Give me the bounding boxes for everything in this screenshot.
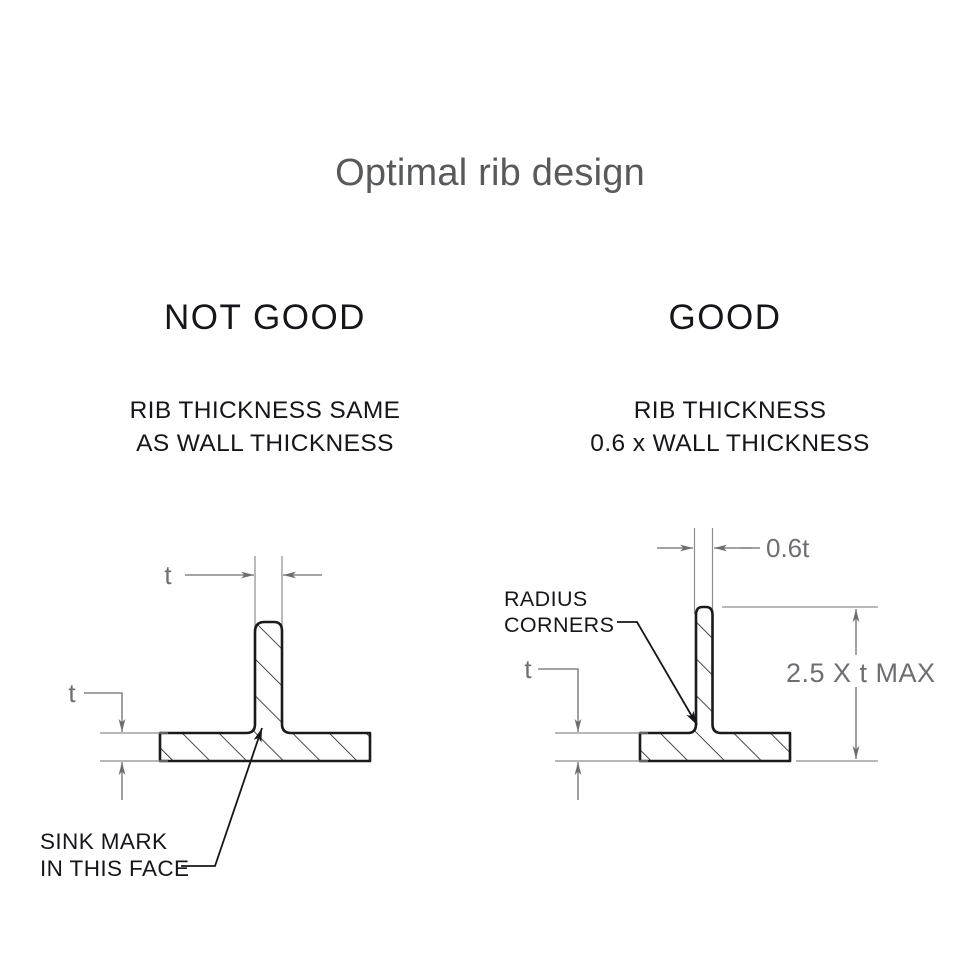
rib-height-label-backdrop [784,655,942,687]
radius-corners-note-line-1: RADIUS [504,587,588,611]
left-part-section [158,620,372,763]
page-title: Optimal rib design [335,152,645,194]
caption-right-line-1: RIB THICKNESS [633,397,827,424]
radius-corners-note-line-2: CORNERS [504,613,614,637]
caption-left-line-1: RIB THICKNESS SAME [129,397,401,424]
wall-thickness-label-right: t [524,654,532,684]
verdict-label-right: GOOD [668,298,782,337]
rib-height-label: 2.5 X t MAX [786,658,936,688]
left-part-hatching [160,622,370,761]
right-panel-drawing: 0.6t t 2.5 X t MAX [504,528,942,800]
rib-width-label-left: t [164,560,172,590]
caption-right: RIB THICKNESS 0.6 x WALL THICKNESS [520,394,940,460]
verdict-label-left: NOT GOOD [164,298,366,337]
caption-left-line-2: AS WALL THICKNESS [136,430,394,457]
rib-width-label-right: 0.6t [766,533,810,563]
sink-mark-note-line-1: SINK MARK [40,829,167,854]
left-part-outline [158,620,372,763]
caption-left: RIB THICKNESS SAME AS WALL THICKNESS [60,394,470,460]
right-part-section [638,605,792,763]
wall-thickness-leader-right [538,668,579,676]
sink-mark-leader-line [181,727,263,867]
wall-thickness-label-left: t [68,678,76,708]
right-part-outline [638,605,792,763]
caption-right-line-2: 0.6 x WALL THICKNESS [590,430,870,457]
left-panel-drawing: t t SINK MARK IN THIS FACE [40,556,372,881]
sink-mark-note-line-2: IN THIS FACE [40,856,189,881]
radius-corners-leader-line [617,621,698,726]
wall-thickness-leader-left [84,692,123,700]
right-part-hatching [640,607,790,761]
